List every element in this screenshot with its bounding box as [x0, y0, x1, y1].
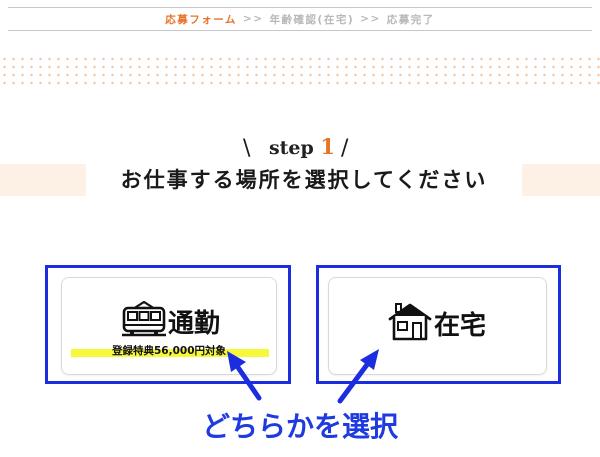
bonus-highlight	[71, 349, 269, 357]
step-decoration-left: \	[243, 136, 251, 161]
commute-option-title: 通勤	[168, 309, 221, 339]
annotation-instruction: どちらかを選択	[201, 410, 398, 443]
page-title: お仕事する場所を選択してください	[120, 168, 488, 192]
breadcrumb-separator: >>	[242, 13, 264, 25]
breadcrumb-step-done: 応募完了	[386, 13, 435, 26]
annotation-box-commute	[45, 265, 291, 384]
commute-bonus-text: 登録特典56,000円対象	[112, 345, 227, 357]
step-word: step	[268, 137, 314, 159]
dot-pattern	[0, 55, 600, 89]
step-decoration-right: /	[341, 136, 349, 161]
breadcrumb-separator: >>	[360, 13, 381, 25]
step-number: 1	[320, 134, 336, 159]
breadcrumb-step-age: 年齢確認(在宅)	[269, 13, 355, 26]
breadcrumb: 応募フォーム >> 年齢確認(在宅) >> 応募完了	[8, 7, 592, 31]
annotation-box-home	[316, 265, 561, 384]
breadcrumb-step-form: 応募フォーム	[165, 13, 237, 26]
home-option-title: 在宅	[434, 311, 487, 341]
house-icon	[388, 303, 432, 341]
home-option-card[interactable]	[328, 277, 547, 375]
step-heading-box	[86, 128, 522, 204]
step-label: step 1	[262, 134, 342, 159]
train-icon	[122, 301, 166, 337]
